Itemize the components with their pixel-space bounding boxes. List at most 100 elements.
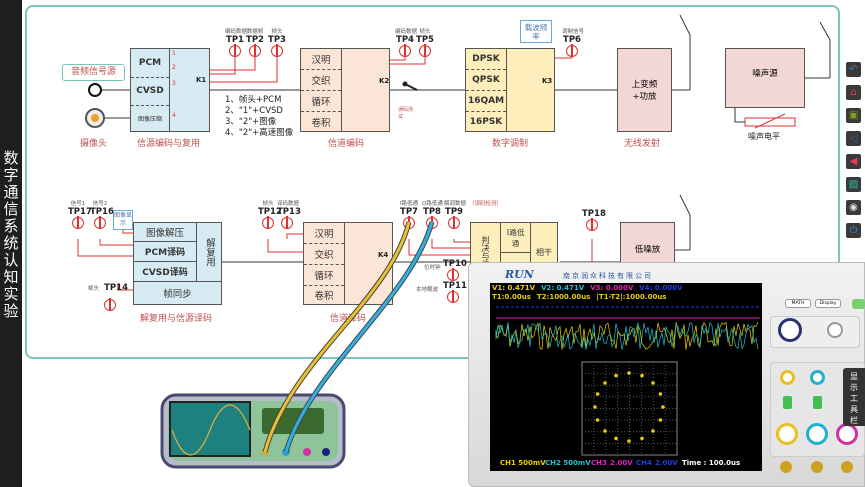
ch1-trace	[495, 321, 759, 350]
carrier-frequency-button[interactable]: 载波频率	[520, 20, 552, 43]
port-1: 1	[172, 50, 176, 57]
run-button[interactable]	[852, 299, 865, 309]
audio-source-button[interactable]: 音频信号源	[62, 64, 125, 81]
error-test-switch[interactable]: 误码测试	[398, 107, 414, 120]
noise-level-slider[interactable]: 噪声电平	[748, 132, 780, 141]
ch2-toggle[interactable]	[813, 396, 822, 409]
pcm-decode-cell: PCM译码	[134, 242, 196, 262]
position-knob[interactable]	[827, 322, 843, 338]
i-lowpass-cell: I路低通	[501, 223, 531, 253]
ch3-scale-knob[interactable]	[836, 423, 858, 445]
ch2-bnc	[811, 461, 823, 473]
constellation-point	[640, 436, 644, 441]
image-compress-cell: 图像压缩	[137, 115, 162, 123]
home-icon[interactable]: ⌂	[846, 85, 861, 100]
tx-caption: 无线发射	[624, 139, 661, 149]
horn-icon[interactable]: ◀	[846, 154, 861, 169]
horizontal-knob[interactable]	[778, 318, 802, 342]
constellation-point	[640, 373, 644, 378]
constellation-point	[658, 418, 663, 422]
camera-label: 摄像头	[80, 139, 108, 149]
ch3-scale[interactable]: 2.00V	[610, 459, 633, 467]
math-button[interactable]: MATH	[785, 299, 811, 308]
back-icon[interactable]: ↶	[846, 62, 861, 77]
tp18[interactable]: TP18	[582, 209, 606, 231]
ch1-scale-knob[interactable]	[776, 423, 798, 445]
ch1-toggle[interactable]	[783, 396, 792, 409]
ch1-position-knob[interactable]	[780, 370, 795, 385]
ch1-scale[interactable]: CH1 500mV	[500, 459, 546, 467]
ch1-bnc	[780, 461, 792, 473]
ch3-bnc	[841, 461, 853, 473]
readout-v4: V4: 0.000V	[639, 284, 683, 292]
upconvert-amp-block: 上变频+功放	[617, 48, 672, 132]
constellation-point	[593, 405, 597, 409]
cyclic-cell: 循环	[311, 97, 331, 108]
16qam-cell: 16QAM	[467, 96, 505, 106]
ch3-label[interactable]: CH3	[591, 459, 607, 467]
readout-t2: T2:1000.00us	[536, 293, 591, 301]
error-detect-label: （误码检测）	[469, 201, 503, 207]
scope-screen	[490, 283, 762, 471]
image-display-button[interactable]: 图像显示	[113, 210, 133, 230]
speaker-icon[interactable]: ◁	[846, 131, 861, 146]
ch4-scale[interactable]: 2.00V	[655, 459, 678, 467]
readout-v2: V2: 0.471V	[541, 284, 585, 292]
demux-source-decoding-block: 图像解压 PCM译码 CVSD译码 解复用 帧同步	[133, 222, 222, 305]
display-button[interactable]: Display	[815, 299, 841, 308]
scope-brand-logo: RUN	[505, 268, 534, 281]
time-scale[interactable]: Time : 100.0us	[682, 459, 741, 467]
time-readout-row: T1:0.00us T2:1000.00us |T1-T2|:1000.00us	[492, 293, 666, 301]
ch2-position-knob[interactable]	[810, 370, 825, 385]
ch4-label[interactable]: CH4	[636, 459, 652, 467]
voltage-readout-row: V1: 0.471V V2: 0.471V V3: 0.000V V4: 0.0…	[492, 284, 682, 292]
tp11[interactable]: TP11	[443, 281, 467, 303]
16psk-cell: 16PSK	[469, 116, 503, 127]
port-2: 2	[172, 64, 176, 71]
source-encoding-caption: 信源编码与复用	[137, 139, 201, 149]
mode-item: 3、"2"+图像	[225, 117, 277, 127]
image-decompress-cell: 图像解压	[134, 223, 196, 242]
qpsk-cell: QPSK	[472, 75, 500, 85]
ch2-scale[interactable]: CH2 500mV	[545, 459, 591, 467]
webcam-icon[interactable]: ◉	[846, 200, 861, 215]
cvsd-decode-cell: CVSD译码	[134, 262, 196, 282]
mode-item: 1、帧头+PCM	[225, 95, 282, 105]
constellation-point	[595, 418, 600, 422]
left-title-bar	[0, 0, 22, 487]
tp10[interactable]: TP10	[443, 259, 467, 281]
constellation-point	[658, 392, 663, 396]
hamming-cell: 汉明	[311, 55, 331, 66]
constellation-point	[614, 436, 618, 441]
ch2-scale-knob[interactable]	[806, 423, 828, 445]
channel-encoding-caption: 信道编码	[328, 139, 365, 149]
readout-dt: |T1-T2|:1000.00us	[596, 293, 667, 301]
chip-icon[interactable]: ▣	[846, 108, 861, 123]
k3-label: K3	[542, 77, 553, 85]
readout-v1: V1: 0.471V	[492, 284, 536, 292]
chart-icon[interactable]: ▨	[846, 177, 861, 192]
demux-cell: 解复用	[196, 223, 221, 282]
constellation-point	[661, 405, 665, 409]
digital-modulation-block: DPSK QPSK 16QAM 16PSK K3	[465, 48, 555, 132]
audio-input-jack	[88, 83, 102, 97]
tp14[interactable]: 帧头 TP14	[88, 275, 128, 313]
lna-block: 低噪放	[620, 222, 675, 267]
readout-t1: T1:0.00us	[492, 293, 531, 301]
display-toolbar-toggle[interactable]: 显示工具栏	[843, 368, 865, 426]
noise-source-block: 噪声源	[725, 48, 805, 108]
mode-list: 1、帧头+PCM 2、"1"+CVSD 3、"2"+图像 4、"2"+高速图像	[225, 95, 293, 139]
power-icon[interactable]: ⏻	[846, 223, 861, 238]
constellation-point	[614, 373, 618, 378]
port-3: 3	[172, 80, 176, 87]
